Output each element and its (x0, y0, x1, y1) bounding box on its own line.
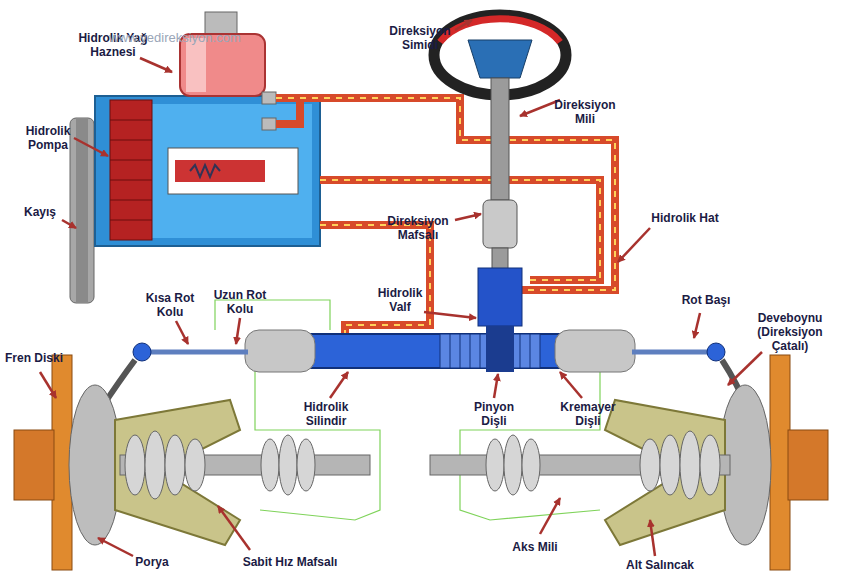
part-label: Aks Mili (500, 540, 570, 554)
part-label: Direksiyon Simidi (380, 24, 460, 52)
part-label: Pinyon Dişli (464, 400, 524, 428)
reservoir-port (262, 118, 276, 130)
part-label: Kremayer Dişli (555, 400, 621, 428)
hydraulic-line (276, 96, 615, 340)
part-label: Fren Diski (3, 351, 65, 365)
steering-hub (468, 40, 532, 78)
hydraulic-flow (276, 98, 615, 340)
brake-disc (770, 355, 790, 570)
pump-rotor (110, 100, 152, 240)
part-label: Sabit Hız Mafsalı (225, 555, 355, 569)
wheel-hub (14, 430, 54, 500)
cv-joint-boot (125, 431, 720, 499)
part-label: Hidrolik Pompa (17, 124, 79, 152)
tie-rod (632, 350, 712, 355)
part-label: Rot Başı (674, 293, 738, 307)
rack-bellows (555, 330, 635, 372)
pump-housing (95, 96, 320, 246)
hub (69, 385, 121, 545)
pinion-gear (486, 326, 514, 372)
leader-arrow (40, 20, 762, 556)
part-label: Kayış (15, 205, 65, 219)
part-label: Direksiyon Mafsalı (380, 214, 456, 242)
part-label: Porya (122, 555, 182, 569)
part-label: Alt Salıncak (610, 558, 710, 572)
part-label: Hidrolik Hat (637, 211, 733, 225)
hydraulic-valve (478, 268, 522, 326)
watermark: www.yedireksiyon.com (85, 31, 265, 45)
part-label: Kısa Rot Kolu (142, 291, 198, 319)
part-label: Hidrolik Valf (375, 286, 425, 314)
steering-joint (483, 200, 517, 248)
steering-wheel (440, 19, 560, 42)
reservoir-port (262, 92, 276, 104)
steering-shaft (491, 78, 509, 200)
wheel-hub (788, 430, 828, 500)
reservoir (186, 38, 206, 92)
pump-valve (175, 160, 265, 182)
pump-valve (168, 148, 298, 194)
part-label: Uzun Rot Kolu (210, 288, 270, 316)
valve-spring (190, 165, 220, 177)
tie-rod-end (133, 343, 151, 361)
tie-rod-end (707, 343, 725, 361)
part-label: Deveboynu (Direksiyon Çatalı) (742, 311, 838, 353)
tie-rod (145, 350, 248, 355)
pump-vanes (110, 120, 152, 220)
part-label: Hidrolik Silindir (291, 400, 361, 428)
steering-shaft (492, 248, 508, 270)
rack-bellows (245, 330, 315, 372)
part-label: Direksiyon Mili (545, 98, 625, 126)
